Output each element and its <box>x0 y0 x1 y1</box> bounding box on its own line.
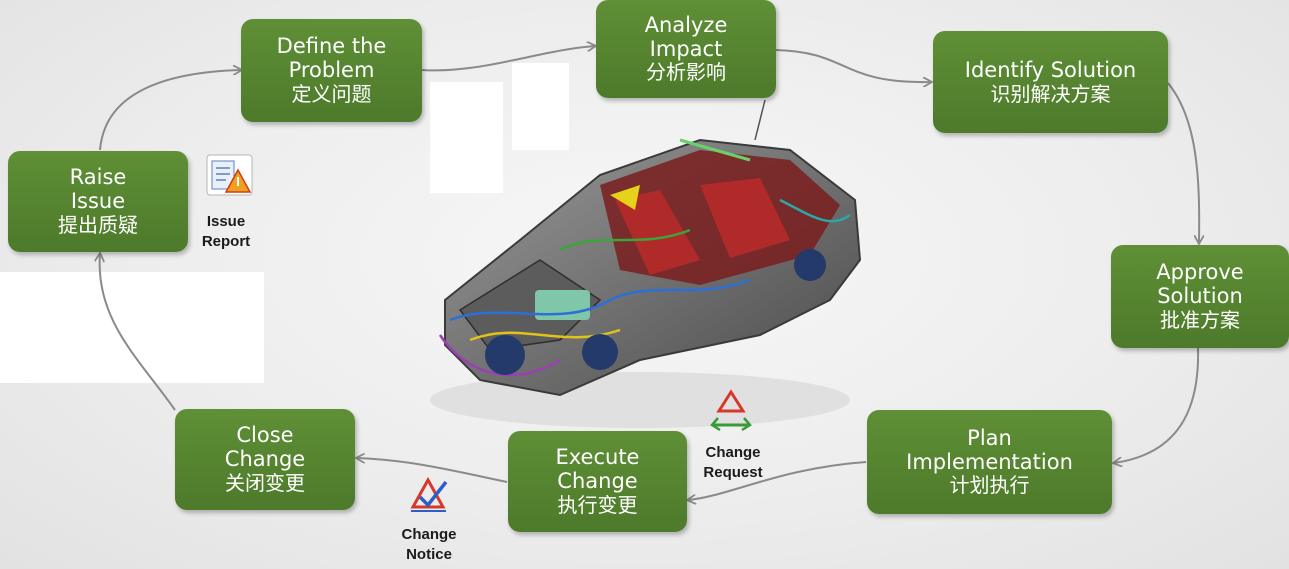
issue-report-icon <box>206 154 253 196</box>
arrow-plan-to-execute <box>688 461 867 500</box>
step-label: Solution <box>1157 284 1243 309</box>
step-define-the-problem: Define the Problem 定义问题 <box>241 19 422 122</box>
step-label-chinese: 批准方案 <box>1160 307 1240 332</box>
step-close-change: Close Change 关闭变更 <box>175 409 355 510</box>
blank-patch <box>0 272 264 383</box>
arrow-approve-to-plan <box>1114 347 1200 463</box>
step-label: Close <box>236 423 294 448</box>
step-label: Impact <box>649 36 723 61</box>
change-request-icon <box>710 389 752 432</box>
change-notice-icon <box>410 476 448 512</box>
issue-report-label: Issue Report <box>190 212 262 253</box>
step-label-chinese: 定义问题 <box>291 81 372 106</box>
step-label: Change <box>557 469 638 494</box>
arrow-raise-to-define <box>99 70 241 151</box>
change-request-label-line: Change <box>705 444 761 461</box>
arrow-identify-to-approve <box>1167 82 1199 243</box>
arrow-close-to-raise <box>100 254 176 411</box>
step-label-chinese: 识别解决方案 <box>990 81 1111 106</box>
step-label-chinese: 分析影响 <box>646 60 726 85</box>
step-label-chinese: 执行变更 <box>557 492 638 517</box>
change-notice-label-line: Notice <box>406 546 452 564</box>
step-analyze-impact: Analyze Impact 分析影响 <box>596 0 776 98</box>
issue-report-label-line: Issue <box>206 213 246 230</box>
step-label: Problem <box>288 58 375 83</box>
step-label: Implementation <box>906 449 1073 474</box>
arrow-define-to-analyze <box>421 46 595 72</box>
change-notice-label-line: Change <box>401 526 457 543</box>
change-notice-label: Change Notice <box>388 525 470 566</box>
step-label: Plan <box>967 425 1012 450</box>
step-label: Execute <box>555 445 640 470</box>
step-label: Issue <box>70 189 126 214</box>
step-execute-change: Execute Change 执行变更 <box>508 431 687 532</box>
blank-patch <box>512 63 569 150</box>
change-request-label-line: Request <box>703 464 763 482</box>
issue-report-label-line: Report <box>201 233 251 251</box>
arrow-execute-to-close <box>357 458 508 483</box>
step-approve-solution: Approve Solution 批准方案 <box>1111 245 1289 348</box>
step-label: Define the <box>276 34 387 59</box>
blank-patch <box>430 82 503 193</box>
arrow-analyze-to-identify <box>775 49 931 82</box>
step-identify-solution: Identify Solution 识别解决方案 <box>933 31 1168 133</box>
step-label: Analyze <box>644 12 728 37</box>
change-request-label: Change Request <box>690 443 776 484</box>
step-label-chinese: 提出质疑 <box>58 212 138 237</box>
step-label-chinese: 计划执行 <box>949 473 1030 498</box>
car-illustration <box>430 99 862 428</box>
step-plan-implementation: Plan Implementation 计划执行 <box>867 410 1112 514</box>
step-label: Identify Solution <box>964 57 1137 82</box>
step-label-chinese: 关闭变更 <box>225 470 305 495</box>
step-label: Approve <box>1156 260 1244 285</box>
step-label: Change <box>224 447 306 472</box>
step-label: Raise <box>69 165 127 190</box>
step-raise-issue: Raise Issue 提出质疑 <box>8 151 188 252</box>
